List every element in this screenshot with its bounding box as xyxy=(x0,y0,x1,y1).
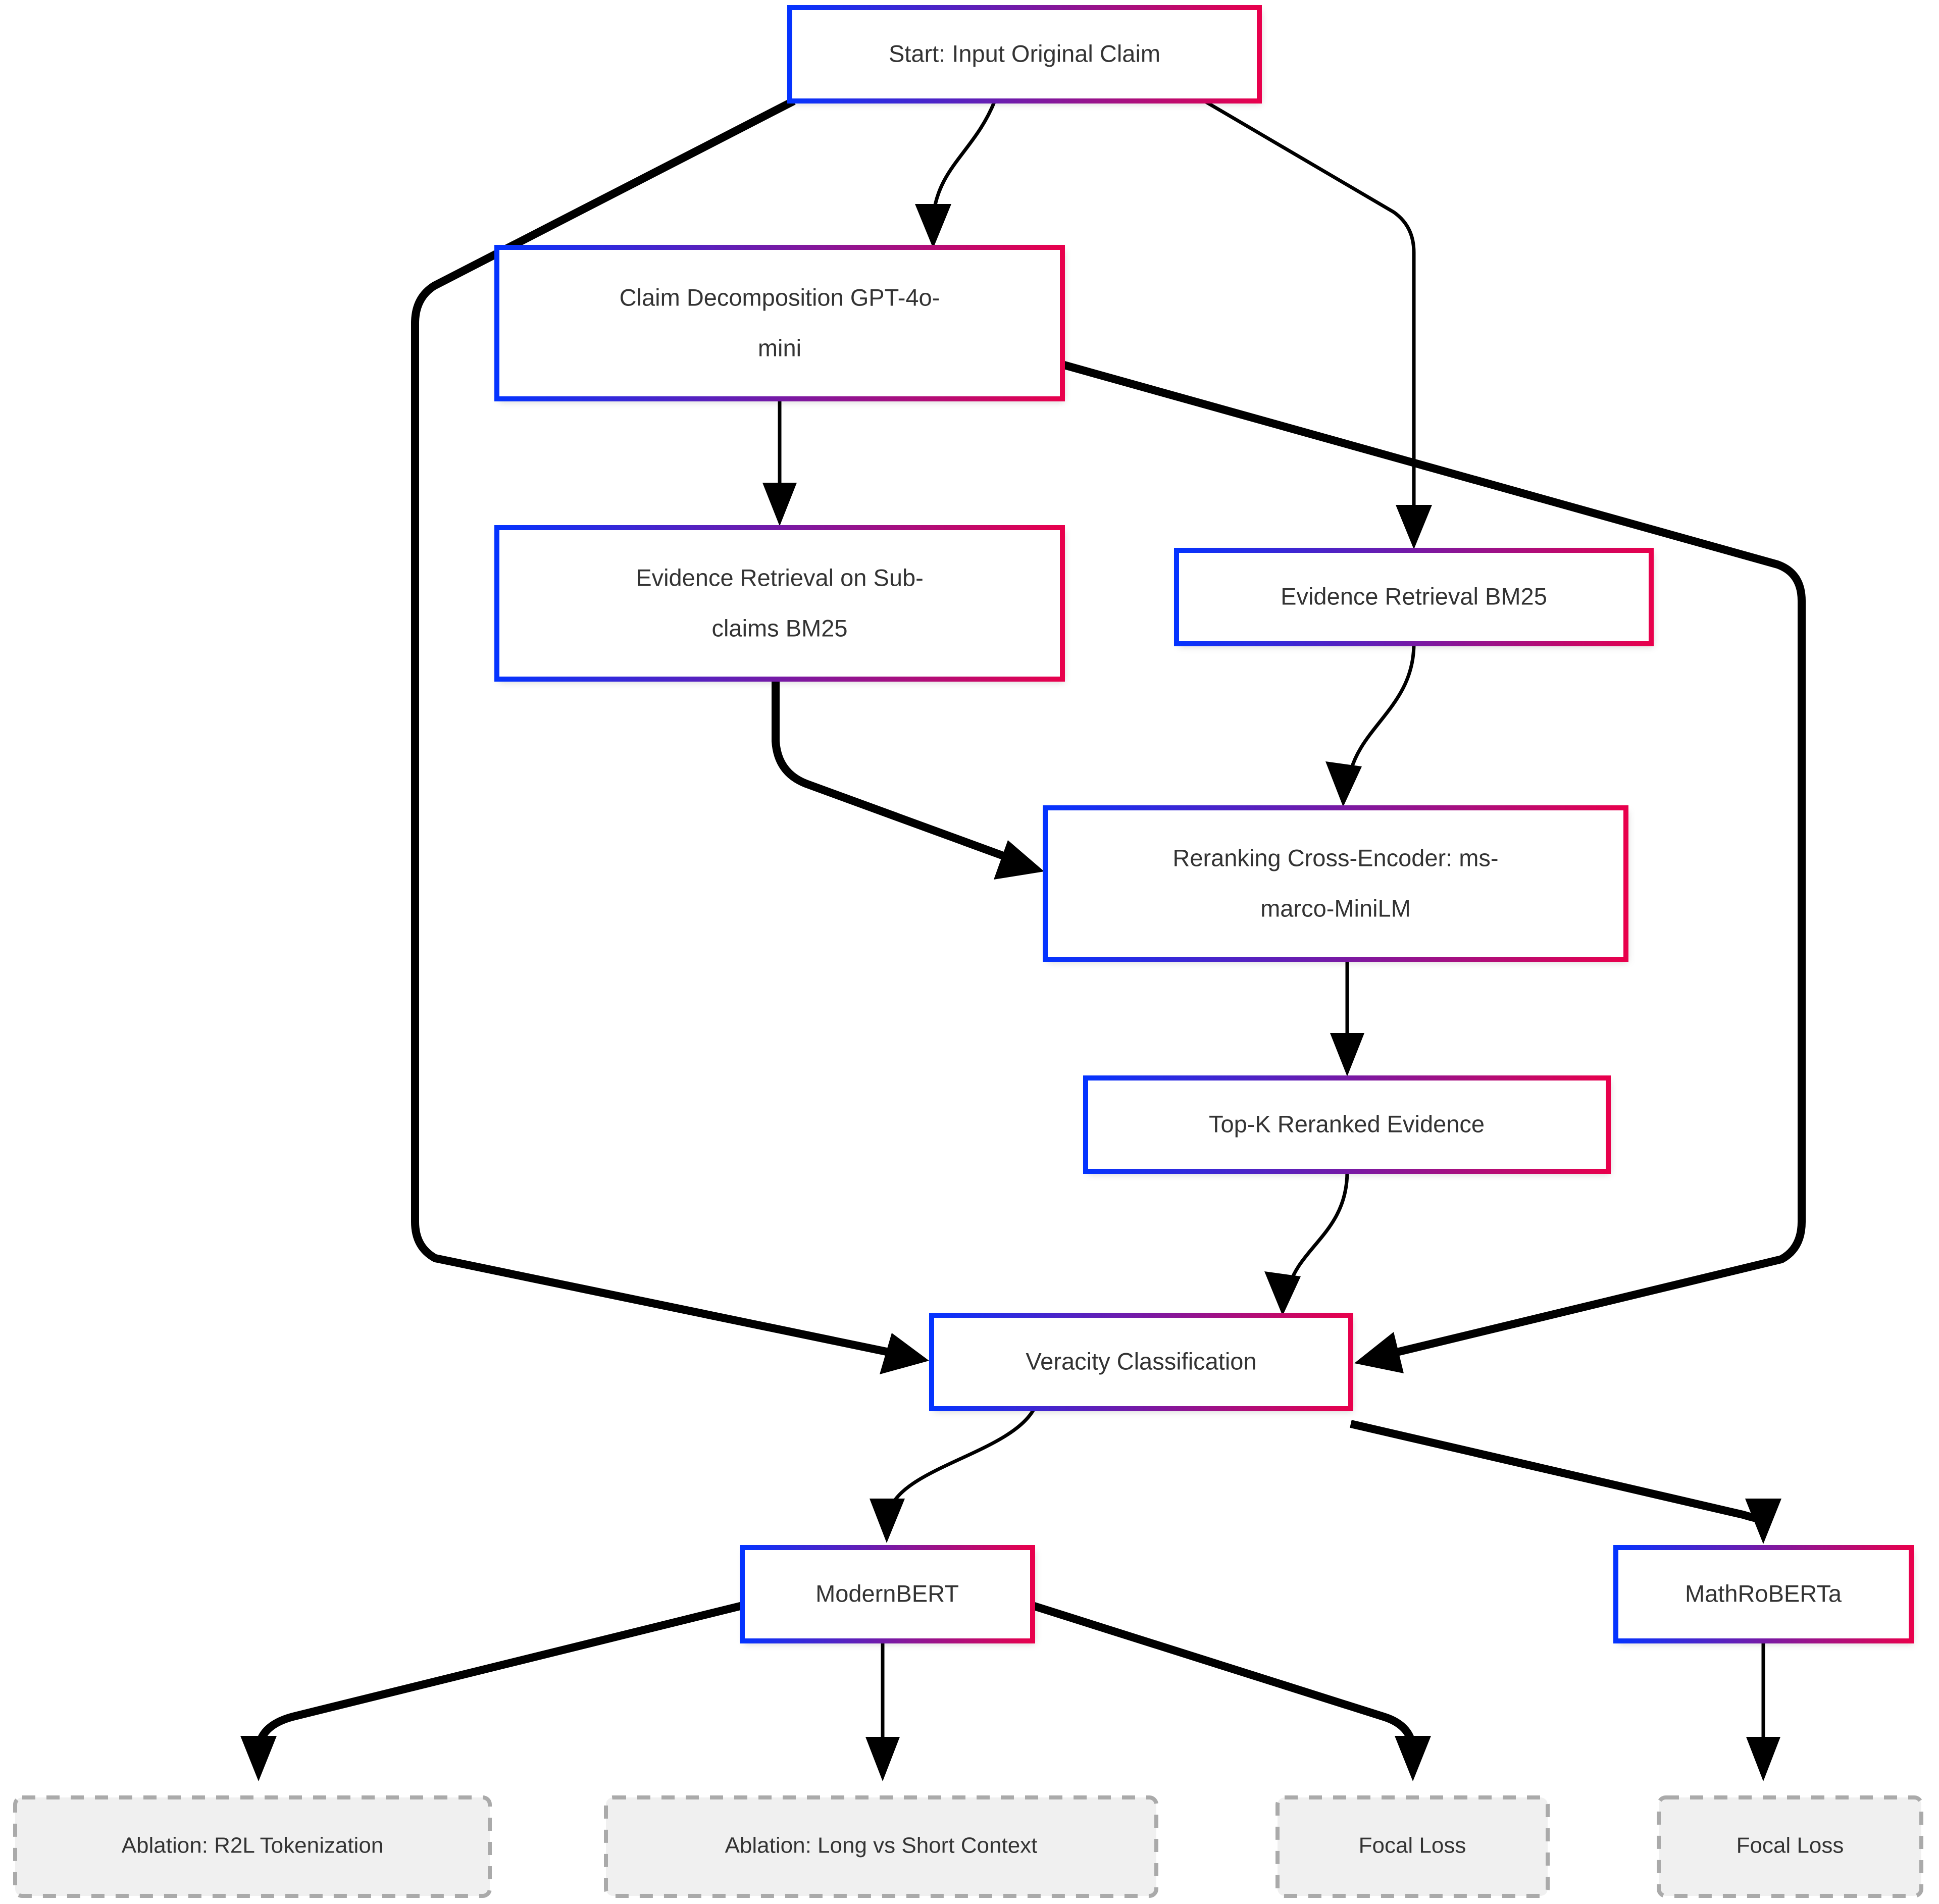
node-claim-decomposition-label-line2: mini xyxy=(758,334,801,361)
edge-topk-to-veracity xyxy=(1264,1171,1349,1316)
edge-mathroberta-to-focal-loss-2 xyxy=(1746,1641,1780,1781)
node-layer: Start: Input Original Claim Claim Decomp… xyxy=(13,5,1923,1898)
node-topk-reranked-evidence[interactable]: Top-K Reranked Evidence xyxy=(1083,1075,1611,1174)
node-modernbert[interactable]: ModernBERT xyxy=(740,1545,1035,1643)
node-evidence-retrieval-subclaims[interactable]: Evidence Retrieval on Sub- claims BM25 xyxy=(494,525,1065,682)
node-evidence-retrieval-bm25[interactable]: Evidence Retrieval BM25 xyxy=(1174,548,1654,646)
node-focal-loss-1-label: Focal Loss xyxy=(1359,1833,1466,1858)
node-focal-loss-mathroberta[interactable]: Focal Loss xyxy=(1657,1795,1923,1898)
edge-modernbert-to-focal-loss-1 xyxy=(1031,1602,1431,1781)
node-focal-loss-modernbert[interactable]: Focal Loss xyxy=(1275,1795,1550,1898)
node-reranking-label-line2: marco-MiniLM xyxy=(1260,895,1411,921)
edge-start-to-retrieval-bm25 xyxy=(1203,99,1432,549)
node-evidence-retrieval-subclaims-label-line2: claims BM25 xyxy=(711,614,847,641)
node-mathroberta[interactable]: MathRoBERTa xyxy=(1613,1545,1914,1643)
edge-rerank-to-topk xyxy=(1330,959,1364,1076)
edge-modernbert-to-ablation-r2l xyxy=(240,1602,743,1781)
node-ablation-r2l-tokenization[interactable]: Ablation: R2L Tokenization xyxy=(13,1795,492,1898)
edge-retrieval-subclaims-to-rerank xyxy=(772,679,1044,880)
node-ablation-r2l-label: Ablation: R2L Tokenization xyxy=(122,1833,384,1858)
node-evidence-retrieval-subclaims-label-line1: Evidence Retrieval on Sub- xyxy=(636,564,924,591)
edge-veracity-to-mathroberta xyxy=(1350,1420,1781,1544)
node-ablation-context-label: Ablation: Long vs Short Context xyxy=(725,1833,1038,1858)
node-ablation-long-vs-short-context[interactable]: Ablation: Long vs Short Context xyxy=(604,1795,1158,1898)
node-topk-label: Top-K Reranked Evidence xyxy=(1209,1110,1485,1137)
node-reranking-cross-encoder[interactable]: Reranking Cross-Encoder: ms- marco-MiniL… xyxy=(1043,805,1628,962)
node-mathroberta-label: MathRoBERTa xyxy=(1685,1580,1842,1607)
node-veracity-label: Veracity Classification xyxy=(1026,1348,1256,1374)
edge-start-to-decomp xyxy=(915,100,997,248)
node-focal-loss-2-label: Focal Loss xyxy=(1737,1833,1844,1858)
node-evidence-retrieval-bm25-label: Evidence Retrieval BM25 xyxy=(1281,583,1547,609)
node-start[interactable]: Start: Input Original Claim xyxy=(787,5,1262,104)
node-claim-decomposition[interactable]: Claim Decomposition GPT-4o- mini xyxy=(494,245,1065,401)
edge-modernbert-to-ablation-context xyxy=(865,1641,900,1781)
node-reranking-label-line1: Reranking Cross-Encoder: ms- xyxy=(1172,844,1498,871)
edge-decomp-to-retrieval-subclaims xyxy=(762,399,797,526)
edge-decomp-to-veracity xyxy=(1061,361,1806,1373)
node-veracity-classification[interactable]: Veracity Classification xyxy=(929,1313,1353,1411)
node-claim-decomposition-label-line1: Claim Decomposition GPT-4o- xyxy=(620,284,940,311)
edge-veracity-to-modernbert xyxy=(870,1408,1036,1543)
edge-layer xyxy=(240,97,1806,1781)
edge-retrieval-bm25-to-rerank xyxy=(1325,643,1416,807)
edge-start-to-veracity xyxy=(411,97,929,1374)
node-modernbert-label: ModernBERT xyxy=(815,1580,959,1607)
node-start-label: Start: Input Original Claim xyxy=(889,40,1160,67)
